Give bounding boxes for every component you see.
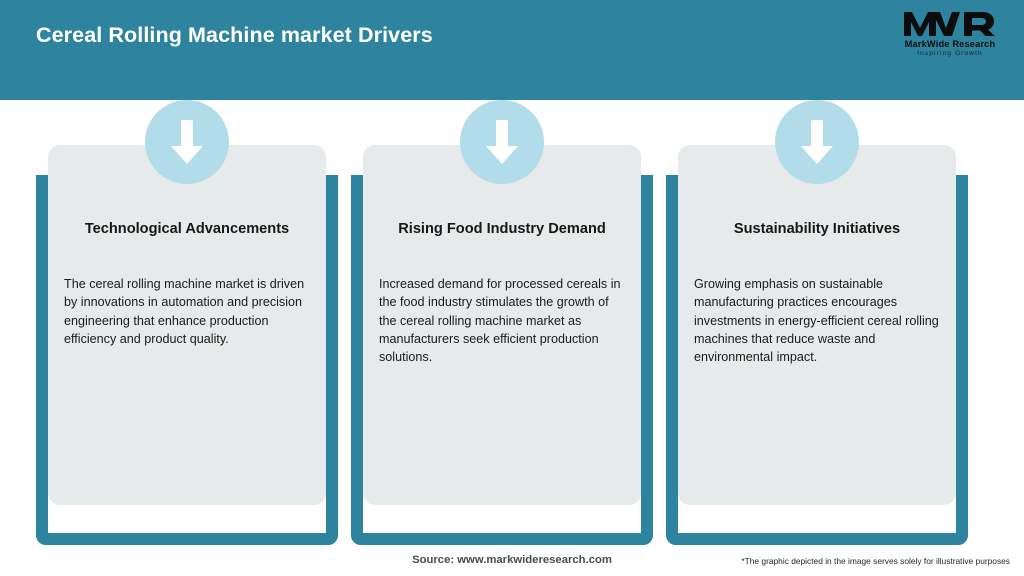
card-surface: Technological Advancements The cereal ro… [48, 100, 326, 505]
page-header: Cereal Rolling Machine market Drivers Ma… [0, 0, 1024, 100]
drivers-card-stage: Technological Advancements The cereal ro… [0, 100, 1024, 576]
card-title: Sustainability Initiatives [733, 221, 901, 237]
card-body-text: The cereal rolling machine market is dri… [64, 277, 305, 346]
disclaimer-label: *The graphic depicted in the image serve… [741, 556, 1010, 566]
card-accent-frame [351, 175, 653, 545]
card-surface: Sustainability Initiatives Growing empha… [678, 100, 956, 505]
driver-card-3: Sustainability Initiatives Growing empha… [666, 100, 968, 545]
driver-card-2: Rising Food Industry Demand Increased de… [351, 100, 653, 545]
arrow-down-icon [145, 100, 229, 184]
brand-logo: MarkWide Research Inspiring Growth [894, 8, 1006, 64]
card-title: Technological Advancements [84, 221, 290, 237]
driver-card-1: Technological Advancements The cereal ro… [36, 100, 338, 545]
logo-tagline: Inspiring Growth [917, 50, 983, 57]
card-body-text: Growing emphasis on sustainable manufact… [694, 277, 939, 364]
card-accent-frame [666, 175, 968, 545]
card-surface: Rising Food Industry Demand Increased de… [363, 100, 641, 505]
arrow-down-icon [460, 100, 544, 184]
card-accent-frame [36, 175, 338, 545]
logo-company-name: MarkWide Research [904, 39, 996, 49]
mwr-logo-icon [904, 12, 995, 36]
page-title: Cereal Rolling Machine market Drivers [36, 23, 433, 47]
arrow-down-icon [775, 100, 859, 184]
source-label: Source: www.markwideresearch.com [412, 554, 612, 566]
card-title: Rising Food Industry Demand [398, 221, 606, 237]
card-body-text: Increased demand for processed cereals i… [379, 277, 621, 364]
